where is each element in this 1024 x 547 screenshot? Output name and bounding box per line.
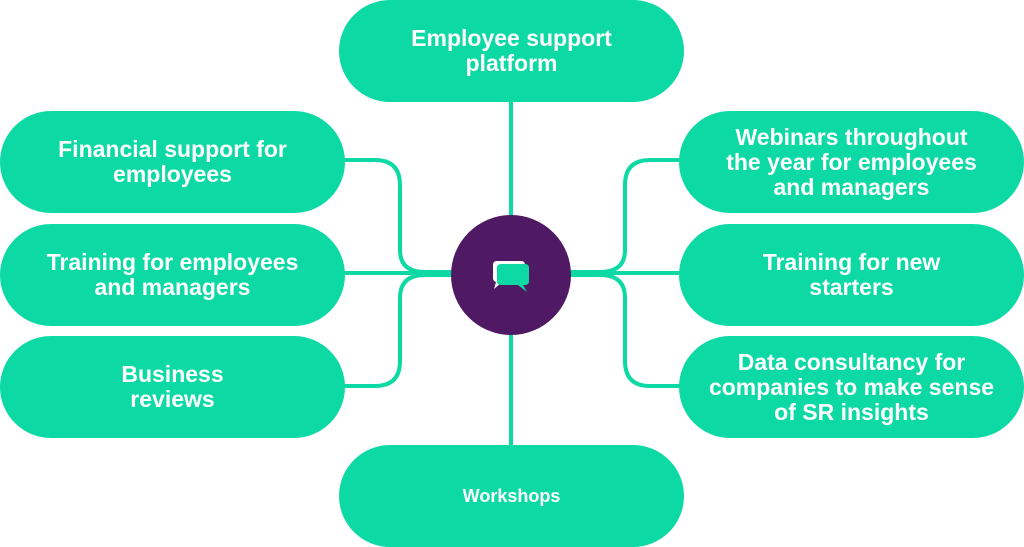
- node-business-reviews: Business reviews: [0, 336, 345, 438]
- node-financial-support: Financial support for employees: [0, 111, 345, 213]
- node-workshops: Workshops: [339, 445, 684, 547]
- node-line: reviews: [130, 386, 215, 412]
- node-training-new-starters: Training for new starters: [679, 224, 1024, 326]
- node-line: employees: [113, 161, 232, 187]
- connector-right-1: [569, 158, 681, 274]
- node-webinars: Webinars throughout the year for employe…: [679, 111, 1024, 213]
- hub-circle: [451, 215, 571, 335]
- node-line: Employee support: [411, 25, 612, 51]
- node-employee-support-platform: Employee support platform: [339, 0, 684, 102]
- chat-bubbles-icon: [493, 261, 529, 292]
- node-line: the year for employees: [726, 148, 977, 175]
- node-line: starters: [809, 274, 894, 300]
- node-line: platform: [465, 50, 558, 76]
- connector-right-3: [569, 273, 681, 388]
- node-line: Business: [121, 361, 224, 387]
- node-line: Data consultancy for: [737, 348, 966, 375]
- node-line: Training for employees: [46, 249, 299, 275]
- connector-left-3: [343, 273, 453, 388]
- node-line: Financial support for: [58, 136, 287, 162]
- node-line: of SR insights: [774, 398, 929, 425]
- node-line: Webinars throughout: [735, 123, 968, 150]
- node-line: and managers: [94, 274, 251, 300]
- node-data-consultancy: Data consultancy for companies to make s…: [679, 336, 1024, 438]
- node-line: companies to make sense: [708, 373, 995, 400]
- node-training-employees-managers: Training for employees and managers: [0, 224, 345, 326]
- node-line: Training for new: [762, 249, 941, 275]
- connector-left-1: [343, 158, 453, 274]
- node-line: and managers: [773, 173, 930, 200]
- node-line: Workshops: [462, 485, 561, 506]
